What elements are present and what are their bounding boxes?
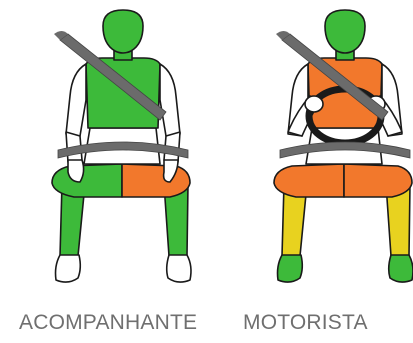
passenger-figure [52,10,191,282]
right-thigh [122,164,190,197]
left-hand [68,160,84,182]
right-foot [389,255,413,282]
left-foot [278,255,303,282]
driver-figure [274,10,413,282]
right-upper-arm [160,64,180,136]
right-thigh [344,164,412,197]
left-foot [56,255,81,282]
left-thigh [274,164,344,197]
left-upper-arm [66,64,86,136]
head [325,10,365,53]
head [103,10,143,53]
right-foot [167,255,191,282]
left-hand [305,96,323,112]
driver-caption: MOTORISTA [243,311,368,335]
passenger-caption: ACOMPANHANTE [19,311,197,335]
left-thigh [52,164,122,197]
